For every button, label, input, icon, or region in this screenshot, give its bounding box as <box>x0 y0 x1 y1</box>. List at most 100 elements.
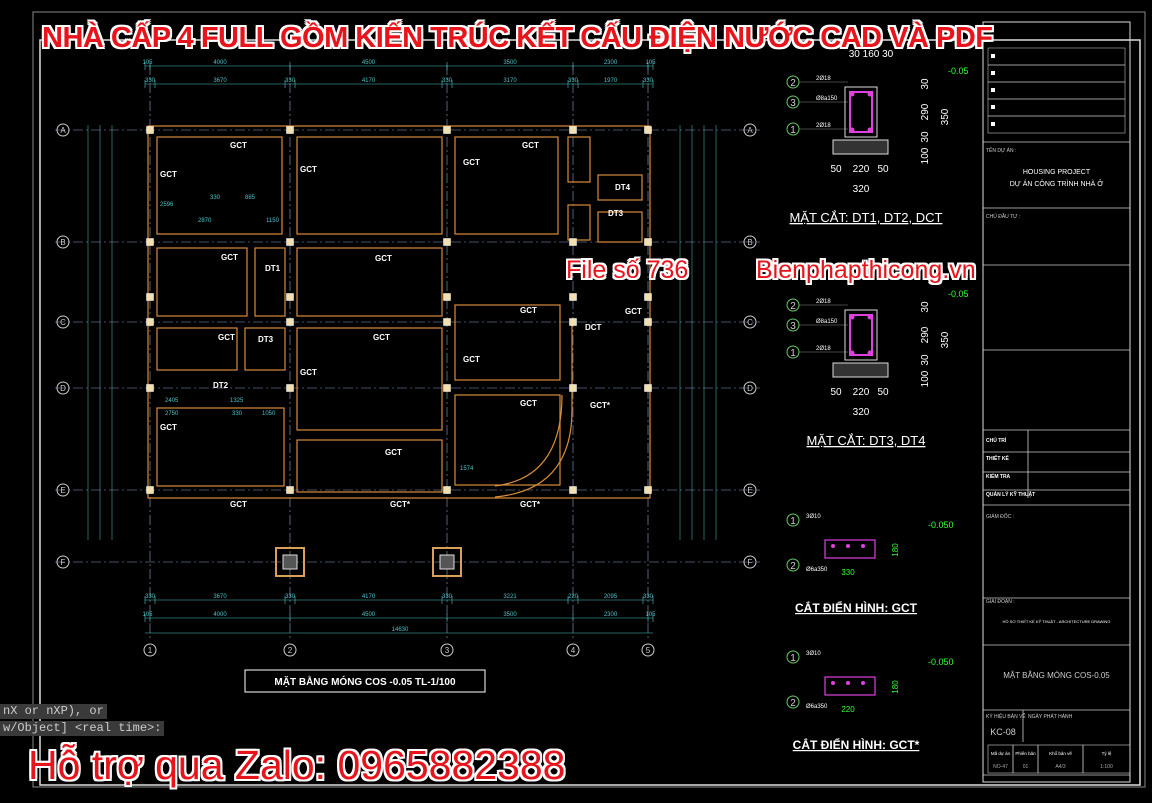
rebar <box>861 681 865 685</box>
rebar <box>831 544 835 548</box>
column <box>644 293 652 301</box>
rebar-mark-bubble <box>786 513 800 527</box>
rebar-mark: 2 <box>790 698 796 709</box>
section-total-width: 320 <box>853 407 870 418</box>
beam-section-outline <box>844 309 878 361</box>
grid-col-label: 4 <box>571 646 576 655</box>
level-mark: -0.050 <box>928 520 954 530</box>
grid-row-label: B <box>60 238 65 247</box>
dimension-text: 330 <box>232 411 243 417</box>
column <box>443 293 451 301</box>
pad-column <box>439 554 455 570</box>
director-label: GIÁM ĐỐC : <box>986 513 1014 520</box>
grid-col-label: 1 <box>148 646 153 655</box>
dimension-text: 3670 <box>213 594 227 600</box>
beam-label: GCT <box>230 500 247 509</box>
section-height-dim: 100 <box>920 370 931 387</box>
revision-row <box>987 115 1126 134</box>
grid-bubble <box>566 643 580 657</box>
column <box>443 486 451 494</box>
foundation-beam-room <box>156 327 238 371</box>
column <box>286 318 294 326</box>
command-history-line: w/Object] <real time>: <box>0 721 165 736</box>
foundation-beam-room <box>454 136 559 235</box>
rebar-mark: 1 <box>790 653 796 664</box>
column <box>569 238 577 246</box>
footer-value: NO-47 <box>993 764 1008 770</box>
dimension-text: 4170 <box>362 594 376 600</box>
rebar <box>849 314 855 320</box>
dimension-text: 1050 <box>262 411 276 417</box>
dimension-text: 2596 <box>160 202 174 208</box>
column <box>569 318 577 326</box>
column <box>146 318 154 326</box>
grid-row-label: A <box>747 126 753 135</box>
column <box>443 238 451 246</box>
dimension-text: 330 <box>442 78 453 84</box>
rebar-mark: 1 <box>790 348 796 359</box>
section-height-dim: 30 <box>920 301 931 313</box>
column <box>146 293 154 301</box>
dimension-text: 330 <box>643 594 654 600</box>
stage-label: GIAI ĐOẠN : <box>986 599 1015 605</box>
rebar-label: Ø6a350 <box>806 567 828 573</box>
level-mark: -0.05 <box>948 289 969 299</box>
grid-col-label: 5 <box>646 646 651 655</box>
grid-row-label: A <box>60 126 66 135</box>
stage-value: HỒ SƠ THIẾT KẾ KỸ THUẬT - ARCHITECTURE D… <box>1003 619 1111 624</box>
rebar-label: 2Ø18 <box>816 346 831 352</box>
dimension-text: 2870 <box>198 218 212 224</box>
section-width-dim: 220 <box>841 705 855 714</box>
rebar-label: Ø8a150 <box>816 96 838 102</box>
dimension-text: 2300 <box>604 612 618 618</box>
level-mark: -0.05 <box>948 66 969 76</box>
section-width-dim: 220 <box>853 164 870 175</box>
section-title: CẮT ĐIỂN HÌNH: GCT <box>795 600 918 615</box>
dimension-total: 14630 <box>392 627 409 633</box>
foundation-beam-room <box>454 304 561 381</box>
foundation-beam-room <box>597 174 643 201</box>
beam-label: GCT <box>221 253 238 262</box>
beam-label: DT3 <box>258 335 274 344</box>
stirrup <box>849 91 873 133</box>
rebar <box>867 314 873 320</box>
beam-label: GCT <box>373 333 390 342</box>
revision-marker <box>991 71 995 75</box>
grid-bubble <box>743 123 757 137</box>
revision-marker <box>991 88 995 92</box>
rebar-label: 2Ø18 <box>816 123 831 129</box>
section-total-height: 350 <box>940 331 951 348</box>
footer-label: Phiên bản <box>1015 751 1036 756</box>
dimension-text: 330 <box>145 78 156 84</box>
dimension-text: 4000 <box>213 612 227 618</box>
grid-col-label: 3 <box>445 646 450 655</box>
beam-label: GCT <box>520 399 537 408</box>
beam-label: DCT <box>585 323 602 332</box>
outer-frame <box>32 11 1146 788</box>
grid-bubble <box>56 483 70 497</box>
dimension-text: 1970 <box>604 78 618 84</box>
overlay-title: NHÀ CẤP 4 FULL GỒM KIẾN TRÚC KẾT CẤU ĐIỆ… <box>42 22 993 54</box>
grid-row-label: B <box>747 238 752 247</box>
project-label: TÊN DỰ ÁN : <box>986 146 1016 154</box>
plan-title: MẶT BẰNG MÓNG COS -0.05 TL-1/100 <box>274 675 456 688</box>
column <box>644 126 652 134</box>
section-height-dim: 30 <box>920 78 931 90</box>
section-title: CẮT ĐIỂN HÌNH: GCT* <box>793 737 920 752</box>
grid-bubble <box>440 643 454 657</box>
footer-label: Khổ bản vẽ <box>1049 750 1072 756</box>
footer-label: Tỷ lệ <box>1102 750 1112 756</box>
beam-label: GCT* <box>520 500 541 509</box>
grid-bubble <box>641 643 655 657</box>
foundation-beam-room <box>597 211 643 243</box>
grid-row-label: F <box>748 558 753 567</box>
sheet-border <box>39 39 1141 786</box>
dimension-text: 1150 <box>266 218 280 224</box>
grid-row-label: E <box>60 486 65 495</box>
section-title: MẶT CẮT: DT3, DT4 <box>807 433 926 448</box>
pad-column <box>282 554 298 570</box>
rebar-mark: 2 <box>790 301 796 312</box>
